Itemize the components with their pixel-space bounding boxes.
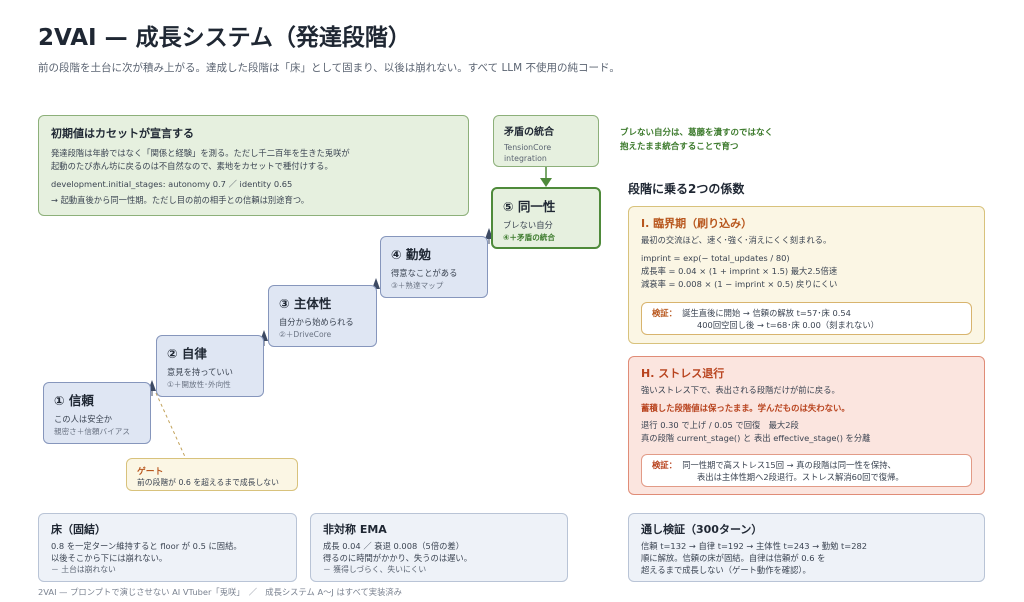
gate-text: 前の段階が 0.6 を超えるまで成長しない xyxy=(137,478,279,487)
initial-values-line: 発達段階は年齢ではなく「関係と経験」を測る。ただし千二百年を生きた兎咲が xyxy=(51,148,350,158)
floor-line: 0.8 を一定ターン維持すると floor が 0.5 に固結。 xyxy=(51,541,242,551)
stage-foot: ②＋DriveCore xyxy=(279,330,332,339)
stage-desc: 得意なことがある xyxy=(391,268,458,278)
floor-card: 床（固結） 0.8 を一定ターン維持すると floor が 0.5 に固結。 以… xyxy=(38,513,297,582)
initial-values-title: 初期値はカセットが宣言する xyxy=(51,127,194,140)
stage-desc: この人は安全か xyxy=(54,414,113,424)
page-title: 2VAI — 成長システム（発達段階） xyxy=(38,25,411,51)
full-verify-card: 通し検証（300ターン） 信頼 t=132 → 自律 t=192 → 主体性 t… xyxy=(628,513,985,582)
stress-title: H. ストレス退行 xyxy=(641,367,725,380)
stage-card-identity: ⑤ 同一性 ブレない自分 ④＋矛盾の統合 xyxy=(491,187,601,249)
floor-title: 床（固結） xyxy=(51,523,106,536)
stress-formula: 退行 0.30 で上げ / 0.05 で回復 最大2段 xyxy=(641,420,799,430)
stage-foot: ①＋開放性･外向性 xyxy=(167,380,231,389)
floor-line: 以後そこから下には崩れない。 xyxy=(51,553,168,563)
gate-card: ゲート 前の段階が 0.6 を超えるまで成長しない xyxy=(126,458,298,491)
verify-line: 400回空回し後 → t=68･床 0.00（刻まれない） xyxy=(697,320,879,330)
initial-values-line: 起動のたび赤ん坊に戻るのは不自然なので、素地をカセットで種付けする。 xyxy=(51,161,333,171)
integration-quote: ブレない自分は、葛藤を潰すのではなく xyxy=(620,128,774,138)
ema-title: 非対称 EMA xyxy=(323,523,387,536)
stage-label: ⑤ 同一性 xyxy=(503,199,556,214)
ema-line: 得るのに時間がかかり、失うのは遅い。 xyxy=(323,553,473,563)
verify-line: 同一性期で高ストレス15回 → 真の段階は同一性を保持、 xyxy=(682,460,896,470)
verify-line: 表出は主体性期へ2段退行。ストレス解消60回で復帰。 xyxy=(697,472,904,482)
integration-quote: 抱えたまま統合することで育つ xyxy=(620,142,739,152)
stage-card-initiative: ③ 主体性 自分から始められる ②＋DriveCore xyxy=(268,285,377,347)
stage-card-industry: ④ 勤勉 得意なことがある ③＋熟達マップ xyxy=(380,236,488,298)
coefficients-heading: 段階に乗る2つの係数 xyxy=(628,182,745,196)
stage-label: ② 自律 xyxy=(167,346,207,361)
ema-card: 非対称 EMA 成長 0.04 ／ 衰退 0.008（5倍の差） 得るのに時間が… xyxy=(310,513,568,582)
arrow-down-icon xyxy=(540,178,552,187)
stress-formula: 真の段階 current_stage() と 表出 effective_stag… xyxy=(641,433,871,443)
critical-formula: 減衰率 = 0.008 × (1 − imprint × 0.5) 戻りにくい xyxy=(641,279,838,289)
critical-period-title: I. 臨界期（刷り込み） xyxy=(641,217,753,230)
initial-values-note: → 起動直後から同一性期。ただし目の前の相手との信頼は別途育つ。 xyxy=(51,195,310,205)
stage-foot: ③＋熟達マップ xyxy=(391,281,444,290)
integration-title: 矛盾の統合 xyxy=(504,127,554,138)
integration-line: integration xyxy=(504,154,547,163)
critical-period-card: I. 臨界期（刷り込み） 最初の交流ほど、速く･強く･消えにくく刻まれる。 im… xyxy=(628,206,985,344)
footer-note: 2VAI — プロンプトで演じさせない AI VTuber「兎咲」 ／ 成長シス… xyxy=(38,587,402,597)
stage-label: ① 信頼 xyxy=(54,393,94,408)
verify-label: 検証： xyxy=(652,460,677,470)
full-verify-line: 超えるまで成長しない（ゲート動作を確認）。 xyxy=(641,565,811,575)
critical-formula: imprint = exp(− total_updates / 80) xyxy=(641,253,790,263)
stress-verify-box: 検証： 同一性期で高ストレス15回 → 真の段階は同一性を保持、 表出は主体性期… xyxy=(641,454,972,487)
full-verify-line: 順に解放。信頼の床が固結。自律は信頼が 0.6 を xyxy=(641,553,826,563)
page-subtitle: 前の段階を土台に次が積み上がる。達成した段階は「床」として固まり、以後は崩れない… xyxy=(38,62,620,74)
full-verify-title: 通し検証（300ターン） xyxy=(641,523,763,536)
stage-label: ③ 主体性 xyxy=(279,296,332,311)
stage-label: ④ 勤勉 xyxy=(391,247,431,262)
critical-verify-box: 検証： 誕生直後に開始 → 信頼の解放 t=57･床 0.54 400回空回し後… xyxy=(641,302,972,335)
critical-formula: 成長率 = 0.04 × (1 + imprint × 1.5) 最大2.5倍速 xyxy=(641,266,838,276)
full-verify-line: 信頼 t=132 → 自律 t=192 → 主体性 t=243 → 勤勉 t=2… xyxy=(641,541,868,551)
stage-foot: 親密さ＋信頼バイアス xyxy=(54,427,130,436)
stage-card-trust: ① 信頼 この人は安全か 親密さ＋信頼バイアス xyxy=(43,382,151,444)
verify-line: 誕生直後に開始 → 信頼の解放 t=57･床 0.54 xyxy=(682,308,851,318)
stress-desc: 強いストレス下で、表出される段階だけが前に戻る。 xyxy=(641,385,840,395)
integration-line: TensionCore xyxy=(504,143,552,152)
stage-desc: 自分から始められる xyxy=(279,317,354,327)
ema-note: － 獲得しづらく、失いにくい xyxy=(323,565,427,574)
integration-card: 矛盾の統合 TensionCore integration xyxy=(493,115,599,167)
critical-period-desc: 最初の交流ほど、速く･強く･消えにくく刻まれる。 xyxy=(641,235,832,245)
gate-title: ゲート xyxy=(137,467,164,477)
stage-card-autonomy: ② 自律 意見を持っていい ①＋開放性･外向性 xyxy=(156,335,264,397)
ema-line: 成長 0.04 ／ 衰退 0.008（5倍の差） xyxy=(323,541,465,551)
gate-connector xyxy=(155,392,187,460)
initial-values-code: development.initial_stages: autonomy 0.7… xyxy=(51,179,293,189)
stress-regression-card: H. ストレス退行 強いストレス下で、表出される段階だけが前に戻る。 蓄積した段… xyxy=(628,356,985,495)
stage-foot: ④＋矛盾の統合 xyxy=(503,233,555,242)
initial-values-card: 初期値はカセットが宣言する 発達段階は年齢ではなく「関係と経験」を測る。ただし千… xyxy=(38,115,469,216)
stage-desc: ブレない自分 xyxy=(503,220,553,230)
verify-label: 検証： xyxy=(652,308,677,318)
stress-strong: 蓄積した段階値は保ったまま。学んだものは失わない。 xyxy=(641,403,850,413)
stage-desc: 意見を持っていい xyxy=(167,367,233,377)
floor-note: － 土台は崩れない xyxy=(51,565,116,574)
